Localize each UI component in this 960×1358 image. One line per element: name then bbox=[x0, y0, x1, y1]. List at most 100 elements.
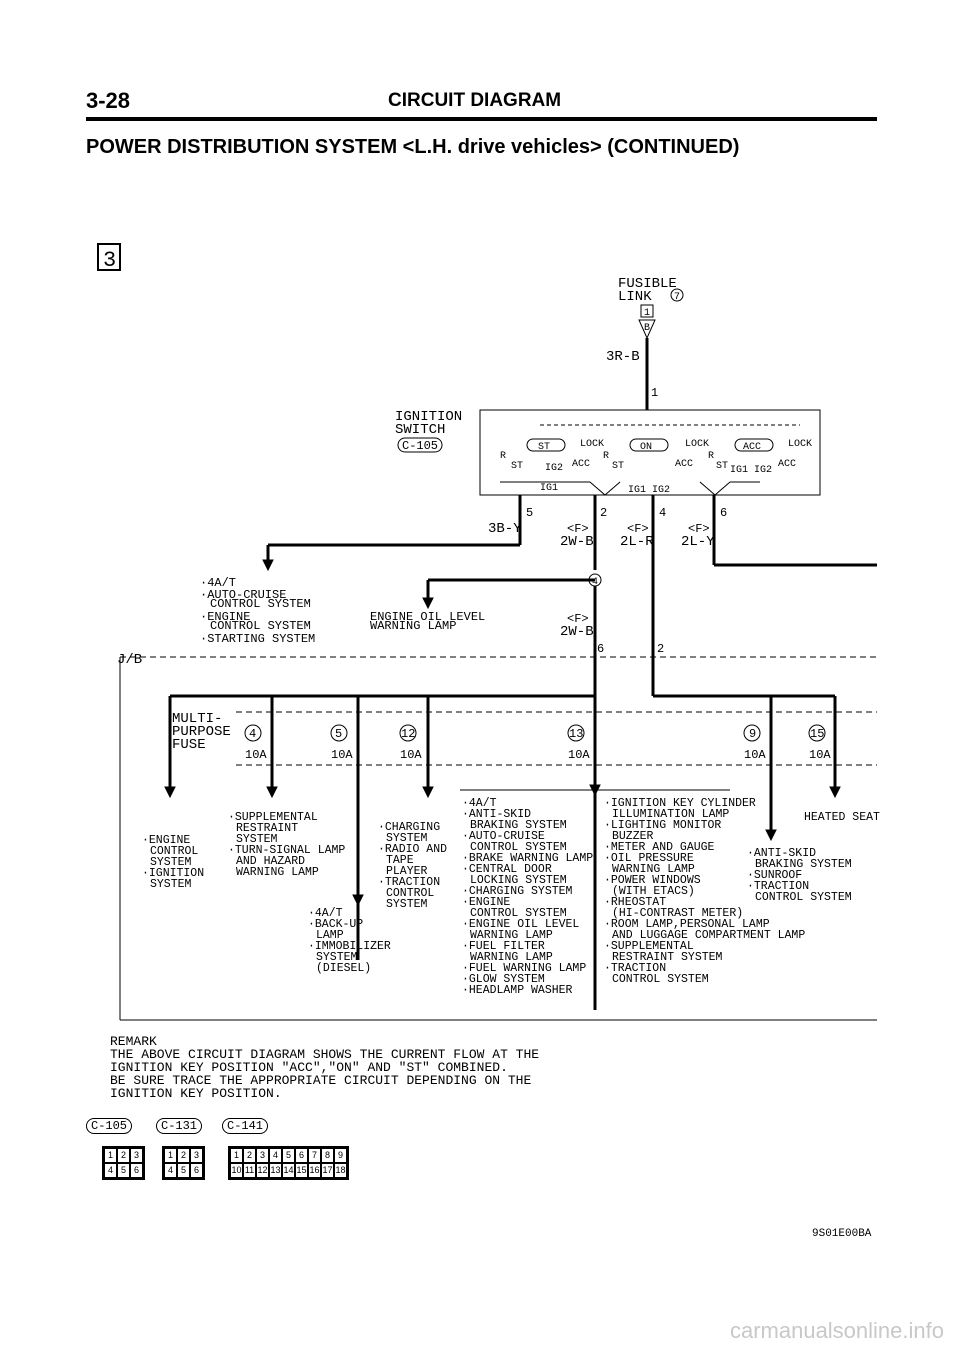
out-f-4: <F> bbox=[627, 522, 649, 536]
svg-text:9: 9 bbox=[749, 727, 756, 741]
remark-line-4: IGNITION KEY POSITION. bbox=[110, 1086, 282, 1101]
fusible-number: 7 bbox=[674, 292, 680, 303]
load-item: WARNING LAMP bbox=[612, 863, 695, 876]
load-item: ·ANTI-SKID bbox=[747, 847, 817, 860]
load-item: ·SUPPLEMENTAL bbox=[604, 940, 694, 953]
fusible-label-1: FUSIBLE bbox=[618, 276, 677, 292]
jb-f: <F> bbox=[567, 612, 589, 626]
load-item: AND LUGGAGE COMPARTMENT LAMP bbox=[612, 929, 806, 942]
load-item: ·4A/T bbox=[308, 907, 343, 920]
connector-pin: 6 bbox=[295, 1148, 308, 1163]
load-item: TAPE bbox=[386, 854, 414, 867]
connector-pin: 18 bbox=[334, 1163, 347, 1178]
svg-text:13: 13 bbox=[569, 727, 583, 741]
load-item: BUZZER bbox=[612, 830, 654, 843]
connector-pin: 9 bbox=[334, 1148, 347, 1163]
fusible-box-number: 1 bbox=[644, 308, 650, 319]
load-item: ·OIL PRESSURE bbox=[604, 852, 694, 865]
diagram-number: 3 bbox=[103, 248, 116, 273]
multi-label-1: MULTI- bbox=[172, 711, 222, 727]
header-rule bbox=[86, 117, 877, 121]
load-item: ·ENGINE bbox=[462, 896, 511, 909]
load-item: ·TURN-SIGNAL LAMP bbox=[228, 844, 346, 857]
fusible-terminal: B bbox=[644, 323, 650, 334]
connector-pin: 4 bbox=[269, 1148, 282, 1163]
ign-st-pill: ST bbox=[538, 442, 550, 453]
load-item: (WITH ETACS) bbox=[612, 885, 695, 898]
load-item: ·AUTO-CRUISE bbox=[462, 830, 545, 843]
load-item: (HI-CONTRAST METER) bbox=[612, 907, 744, 920]
load-item: ILLUMINATION LAMP bbox=[612, 808, 730, 821]
connector-pin: 15 bbox=[295, 1163, 308, 1178]
ign-ig2-1: IG2 bbox=[545, 463, 563, 474]
multi-label-3: FUSE bbox=[172, 737, 206, 753]
out-pin-2: 2 bbox=[600, 506, 607, 520]
remark-block: REMARK THE ABOVE CIRCUIT DIAGRAM SHOWS T… bbox=[110, 1035, 539, 1100]
connector-pin: 4 bbox=[164, 1163, 177, 1178]
load-item: ·RADIO AND bbox=[378, 843, 448, 856]
ign-st-2: ST bbox=[612, 461, 624, 472]
ign-acc-2: ACC bbox=[675, 459, 693, 470]
top-load-b-0: ENGINE OIL LEVEL bbox=[370, 610, 485, 624]
load-item: ·POWER WINDOWS bbox=[604, 874, 701, 887]
out-wire-5: 3B-Y bbox=[488, 521, 522, 537]
load-item: BRAKING SYSTEM bbox=[755, 858, 852, 871]
remark-line-3: BE SURE TRACE THE APPROPRIATE CIRCUIT DE… bbox=[110, 1073, 532, 1088]
load-item: ·4A/T bbox=[462, 797, 497, 810]
load-item: SYSTEM bbox=[386, 898, 428, 911]
load-item: CONTROL SYSTEM bbox=[470, 907, 567, 920]
connector-pin: 17 bbox=[321, 1163, 334, 1178]
connector-pin: 6 bbox=[190, 1163, 203, 1178]
connector-pin: 2 bbox=[243, 1148, 256, 1163]
out-f-6: <F> bbox=[688, 522, 710, 536]
load-item: ·IGNITION KEY CYLINDER bbox=[604, 797, 756, 810]
connector-pin: 11 bbox=[243, 1163, 256, 1178]
out-f-2: <F> bbox=[567, 522, 589, 536]
load-item: CONTROL bbox=[150, 845, 199, 858]
remark-line-2: IGNITION KEY POSITION "ACC","ON" AND "ST… bbox=[110, 1060, 508, 1075]
ign-label-2: SWITCH bbox=[395, 422, 445, 438]
top-load-a-4: CONTROL SYSTEM bbox=[210, 619, 311, 633]
load-item: WARNING LAMP bbox=[236, 866, 319, 879]
top-load-a-5: ·STARTING SYSTEM bbox=[200, 632, 315, 646]
svg-text:10A: 10A bbox=[744, 748, 766, 762]
fuse-5: 5 10A bbox=[330, 696, 360, 960]
connector-pin: 2 bbox=[177, 1148, 190, 1163]
fusible-label-2: LINK bbox=[618, 289, 652, 305]
load-item: ·BACK-UP bbox=[308, 918, 364, 931]
remark-line-0: REMARK bbox=[110, 1034, 157, 1049]
page-number: 3-28 bbox=[86, 88, 131, 113]
connector-pin: 12 bbox=[256, 1163, 269, 1178]
out-wire-6: 2L-Y bbox=[681, 534, 715, 550]
top-load-a-1: ·AUTO-CRUISE bbox=[200, 588, 286, 602]
page-subtitle: POWER DISTRIBUTION SYSTEM <L.H. drive ve… bbox=[86, 136, 740, 158]
document-id: 9S01E00BA bbox=[812, 1228, 872, 1240]
ign-acc-pill: ACC bbox=[743, 442, 761, 453]
connector-pin: 6 bbox=[130, 1163, 143, 1178]
load-item: RESTRAINT SYSTEM bbox=[612, 951, 723, 964]
load-item: (DIESEL) bbox=[316, 962, 372, 975]
ign-lock-1: LOCK bbox=[580, 439, 604, 450]
load-item: CONTROL SYSTEM bbox=[755, 891, 852, 904]
ign-ig1ig2: IG1 IG2 bbox=[730, 465, 772, 476]
load-item: PLAYER bbox=[386, 865, 428, 878]
ign-ig1: IG1 bbox=[540, 483, 558, 494]
jb-label: J/B bbox=[117, 652, 142, 668]
fusible-pin: 1 bbox=[651, 386, 658, 400]
load-item: ·BRAKE WARNING LAMP bbox=[462, 852, 594, 865]
load-item: ·RHEOSTAT bbox=[604, 896, 667, 909]
fuse-13: 13 10A bbox=[567, 724, 590, 762]
svg-text:10A: 10A bbox=[331, 748, 353, 762]
load-item: ·HEADLAMP WASHER bbox=[462, 984, 573, 997]
out-pin-6: 6 bbox=[720, 506, 727, 520]
svg-text:5: 5 bbox=[335, 727, 342, 741]
load-item: ·ENGINE bbox=[142, 834, 191, 847]
connector-c105-label: C-105 bbox=[86, 1118, 133, 1134]
